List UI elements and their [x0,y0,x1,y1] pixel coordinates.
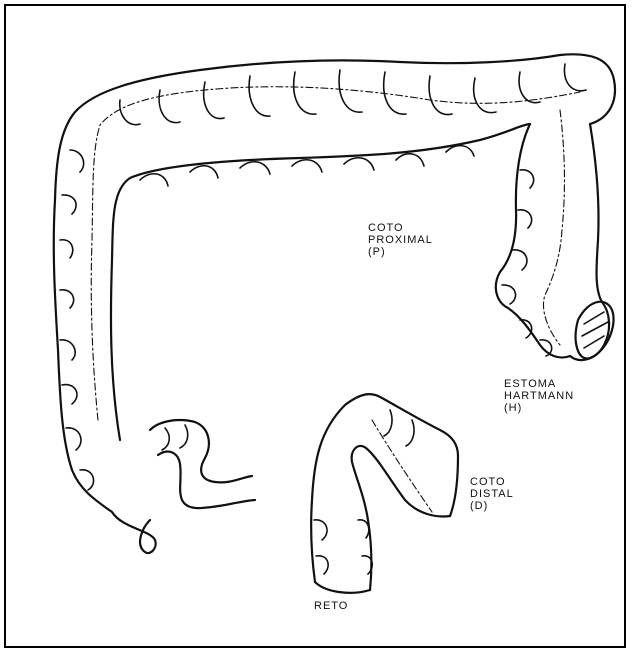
label-distal-line3: (D) [470,500,514,512]
ileum-segment [150,420,255,508]
proximal-colon [54,54,615,553]
colon-inner-outline [111,124,530,440]
label-proximal-stump: COTO PROXIMAL (P) [368,222,433,258]
label-proximal-line1: COTO [368,222,433,234]
descending-colon [496,110,614,360]
rectum-bottom-edge [315,582,370,593]
taenia-band-ascending [91,87,580,420]
ileum-folds [162,425,188,450]
label-stoma-line3: (H) [504,402,574,414]
label-hartmann-stoma: ESTOMA HARTMANN (H) [504,378,574,414]
rectal-stump [311,394,458,593]
label-stoma-line2: HARTMANN [504,390,574,402]
label-rectum: RETO [314,600,348,612]
label-proximal-line2: PROXIMAL [368,234,433,246]
label-stoma-line1: ESTOMA [504,378,574,390]
rectum-outline-inner [352,446,450,590]
label-distal-stump: COTO DISTAL (D) [470,476,514,512]
haustra-transverse [120,64,586,125]
label-rectum-line1: RETO [314,600,348,612]
ileum-outline [150,420,255,508]
label-proximal-line3: (P) [368,246,433,258]
descending-outline-inner [496,124,570,358]
taenia-band-descending [543,110,564,345]
label-distal-line1: COTO [470,476,514,488]
rectum-outline-outer [311,394,458,582]
label-distal-line2: DISTAL [470,488,514,500]
colon-outer-outline [54,54,615,553]
